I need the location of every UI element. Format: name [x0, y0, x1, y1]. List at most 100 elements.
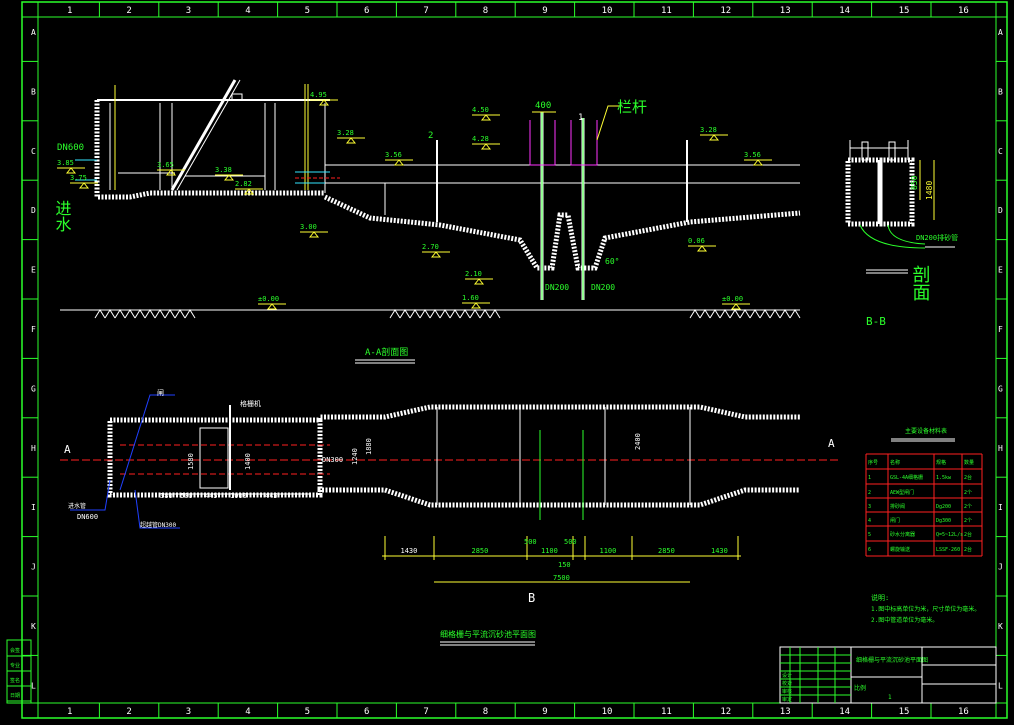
column-number-top: 9: [542, 6, 547, 16]
elevation-label: 3.28: [700, 126, 717, 134]
elevation-label: 3.38: [215, 166, 232, 174]
plan-inner-dim: 445: [205, 492, 218, 500]
plan-bottom-dim: 1430: [401, 547, 418, 555]
table-header-cell: 数量: [964, 459, 974, 466]
table-cell: 3: [868, 504, 871, 510]
elevation-label: ±0.00: [258, 295, 279, 303]
column-number-top: 7: [423, 6, 428, 16]
section-view-label: 剖面: [910, 265, 931, 301]
plan-width-dim: 1880: [365, 438, 373, 455]
section-mark-a-right: A: [828, 437, 835, 450]
elevation-markers: 3.853.753.653.382.824.953.283.003.562.70…: [57, 91, 772, 310]
column-number-bottom: 14: [839, 707, 850, 717]
column-number-bottom: 7: [423, 707, 428, 717]
marker-2: 2: [428, 131, 433, 141]
elevation-label: 3.75: [70, 174, 87, 182]
section-aa: 3.853.753.653.382.824.953.283.003.562.70…: [53, 79, 801, 364]
ground-hatch: [94, 309, 801, 319]
row-letter-right: L: [998, 681, 1003, 690]
table-cell: 4: [868, 518, 871, 524]
column-number-bottom: 11: [661, 707, 672, 717]
dn300-label: DN300: [322, 456, 343, 464]
column-number-top: 2: [126, 6, 131, 16]
table-header-cell: 名称: [890, 459, 900, 466]
column-number-bottom: 4: [245, 707, 250, 717]
elevation-label: 4.95: [310, 91, 327, 99]
row-letter-left: F: [31, 325, 36, 334]
plan-width-dim: 2400: [634, 433, 642, 450]
row-letter-left: B: [31, 87, 36, 96]
title-block-role: 校对: [782, 680, 792, 687]
column-number-bottom: 16: [958, 707, 969, 717]
row-letter-right: H: [998, 444, 1003, 453]
table-cell: 2台: [964, 474, 972, 481]
column-number-bottom: 8: [483, 707, 488, 717]
table-cell: 排砂阀: [890, 503, 905, 510]
table-cell: LSSF-260: [936, 547, 960, 553]
row-letter-left: A: [31, 28, 36, 37]
table-cell: Dg300: [936, 518, 951, 524]
gate-label: 闸: [157, 389, 164, 397]
elevation-label: 4.28: [472, 135, 489, 143]
table-title: 主要设备材料表: [905, 427, 947, 435]
elevation-label: 2.82: [235, 180, 252, 188]
plan-bottom-dim: 2850: [658, 547, 675, 555]
column-number-top: 3: [186, 6, 191, 16]
pipe-left-label: DN200: [545, 283, 569, 292]
table-cell: 闸门: [890, 517, 900, 524]
title-block-role: 审核: [782, 688, 792, 695]
column-number-top: 10: [602, 6, 613, 16]
side-panel-label: 会签: [10, 647, 20, 654]
section-bb-title: B-B: [866, 315, 886, 328]
table-cell: 2台: [964, 546, 972, 553]
column-number-bottom: 3: [186, 707, 191, 717]
dim-850: 850: [910, 175, 919, 190]
pipe-right-label: DN200: [591, 283, 615, 292]
plan-inner-dim: 500: [180, 492, 193, 500]
row-letter-right: G: [998, 384, 1003, 393]
title-block-scale: 比例: [854, 684, 866, 692]
inlet-label: 进水: [53, 200, 72, 232]
row-letter-left: D: [31, 206, 36, 215]
plan-width-dim: 1400: [244, 453, 252, 470]
column-number-top: 11: [661, 6, 672, 16]
plan-width-dim: 1580: [187, 453, 195, 470]
table-cell: 5: [868, 532, 871, 538]
column-number-bottom: 1: [67, 707, 72, 717]
plan-view: A A B 闸 格栅机 进水管 DN600 超越管DN300 DN300 380…: [60, 389, 840, 646]
plan-bottom-dim: 1100: [600, 547, 617, 555]
frame-rulers: 1122334455667788991010111112121313141415…: [22, 2, 1007, 718]
table-cell: 螺旋输送: [890, 546, 910, 553]
side-panel-label: 专业: [10, 662, 20, 669]
title-block-sheet: 1: [888, 694, 892, 701]
plan-small-dim: 500: [524, 538, 537, 546]
railing-label: 栏杆: [617, 98, 647, 116]
table-cell: 2个: [964, 518, 972, 524]
column-number-bottom: 13: [780, 707, 791, 717]
dim-1480: 1480: [925, 181, 934, 200]
column-number-top: 1: [67, 6, 72, 16]
plan-inner-dim: 380: [160, 492, 173, 500]
elevation-label: 1.60: [462, 294, 479, 302]
plan-total-dim: 7500: [553, 574, 570, 582]
column-number-top: 13: [780, 6, 791, 16]
elevation-label: ±0.00: [722, 295, 743, 303]
table-header-cell: 规格: [936, 459, 946, 466]
row-letter-left: L: [31, 681, 36, 690]
elevation-label: 0.06: [688, 237, 705, 245]
row-letter-right: B: [998, 87, 1003, 96]
inlet-pipe-label: DN600: [57, 143, 84, 153]
column-number-top: 14: [839, 6, 850, 16]
note-2: 2.图中管道单位为毫米。: [871, 616, 938, 624]
table-cell: 2个: [964, 490, 972, 496]
title-block-role: 设计: [782, 672, 792, 679]
marker-1: 1: [578, 113, 583, 123]
drawing-frame: [21, 1, 1008, 719]
row-letter-left: E: [31, 266, 36, 275]
row-letter-right: K: [998, 622, 1003, 631]
inlet-pipe-plan-label: 进水管: [68, 502, 86, 510]
row-letter-left: K: [31, 622, 36, 631]
inlet-pipe-plan-size: DN600: [77, 513, 98, 521]
